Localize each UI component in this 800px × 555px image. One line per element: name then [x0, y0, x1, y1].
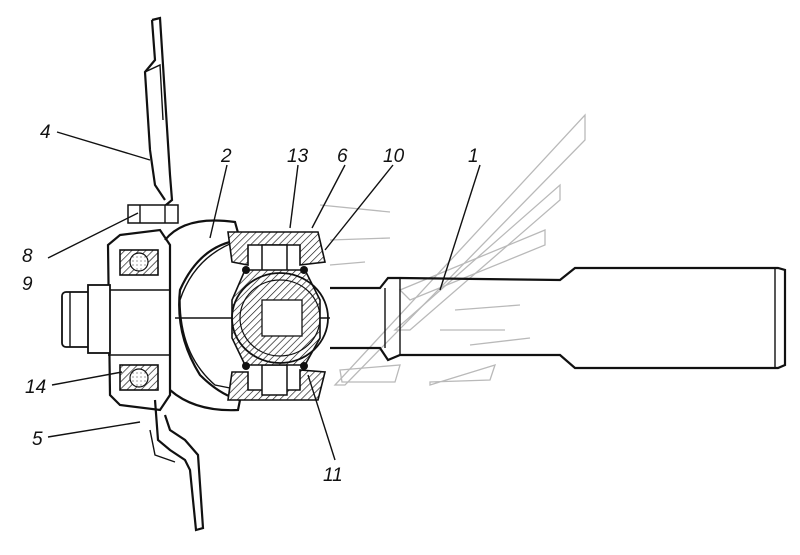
callout-1: 1: [468, 146, 479, 167]
callout-9: 9: [22, 274, 33, 295]
bearing-housing: [106, 204, 179, 412]
callout-8: 8: [22, 246, 33, 267]
cross-assembly: [227, 231, 329, 401]
mounting-panel: [143, 16, 205, 532]
background-ghost-overlay: [319, 113, 586, 386]
callout-10: 10: [383, 146, 405, 167]
callout-5: 5: [32, 429, 43, 450]
driveshaft-tube: [330, 266, 787, 370]
callout-11: 11: [323, 465, 343, 486]
callout-14: 14: [25, 377, 46, 398]
callout-2: 2: [220, 146, 232, 167]
callout-4: 4: [40, 122, 51, 143]
callout-13: 13: [287, 146, 309, 167]
callout-6: 6: [337, 146, 348, 167]
callout-labels: 1 2 4 5 6 8 9 10 11 13 14: [22, 122, 479, 486]
stub-shaft: [61, 284, 111, 354]
leader-lines: [47, 131, 481, 461]
